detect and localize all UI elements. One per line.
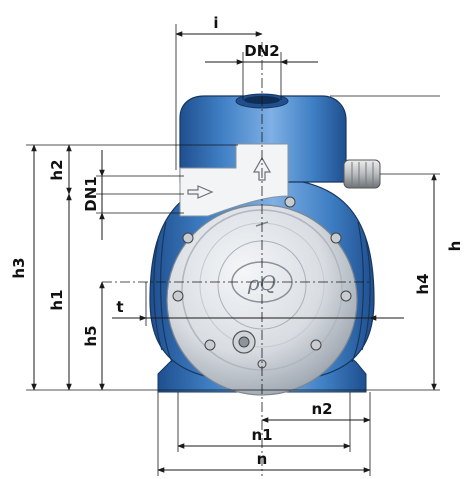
label-h3: h3 bbox=[10, 257, 28, 278]
center-lines bbox=[102, 42, 372, 476]
label-dn1: DN1 bbox=[82, 176, 100, 211]
arrow-up-icon bbox=[252, 156, 272, 181]
label-h4: h4 bbox=[414, 273, 432, 294]
label-n1: n1 bbox=[251, 426, 272, 444]
priming-plug bbox=[343, 159, 381, 189]
discharge-housing bbox=[179, 95, 347, 183]
logo-text: ρQ bbox=[247, 271, 276, 295]
label-h: h bbox=[446, 241, 464, 252]
label-n: n bbox=[257, 450, 268, 468]
label-h2: h2 bbox=[48, 159, 66, 180]
pump-body: ρQ bbox=[149, 93, 381, 396]
dimension-lines bbox=[31, 31, 437, 473]
casing-ribs bbox=[153, 221, 371, 363]
label-t: t bbox=[116, 298, 123, 316]
dimension-labels: i DN2 h3 h2 DN1 h1 h5 h4 h t n2 n1 n bbox=[10, 14, 464, 468]
label-dn2: DN2 bbox=[244, 42, 279, 60]
arrow-right-icon bbox=[187, 185, 214, 199]
inlet-label-plate bbox=[179, 143, 289, 217]
label-h5: h5 bbox=[82, 325, 100, 346]
extension-lines bbox=[26, 24, 440, 476]
label-i: i bbox=[213, 14, 218, 32]
label-h1: h1 bbox=[48, 289, 66, 310]
label-n2: n2 bbox=[311, 400, 332, 418]
